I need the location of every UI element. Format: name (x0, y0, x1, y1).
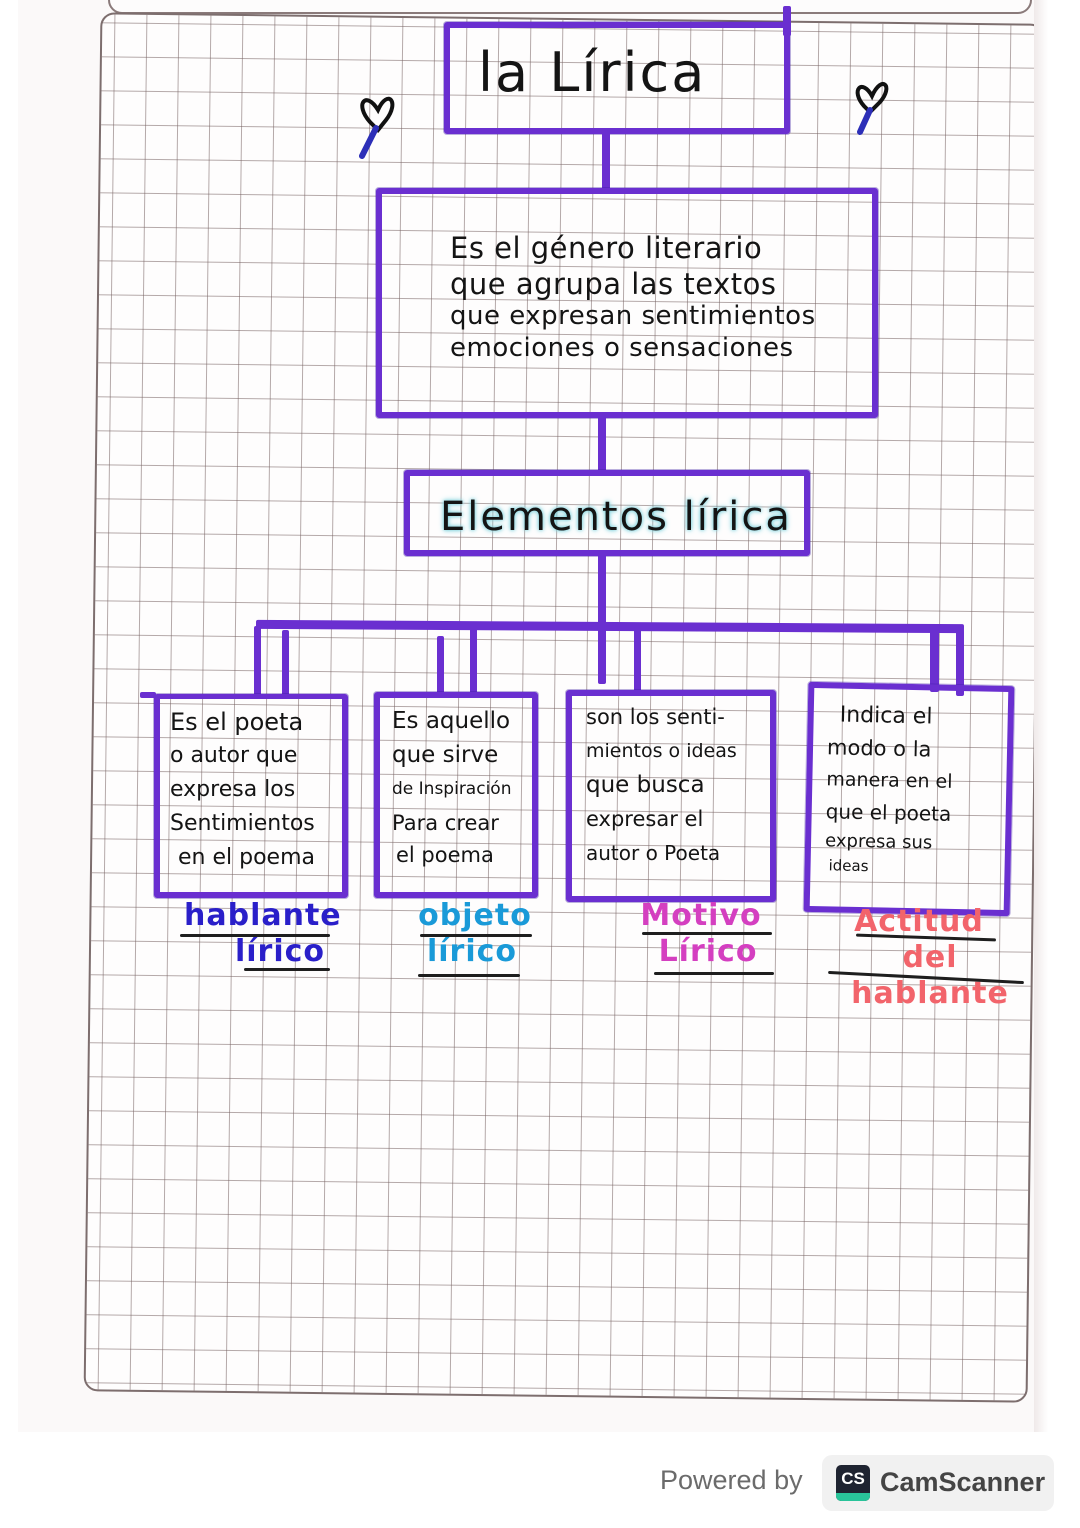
concept-map: la Lírica Es el género literario que agr… (140, 6, 1024, 1011)
card-text-line: en el poema (178, 845, 315, 870)
element-card-objeto: Es aquello que sirve de Inspiración Para… (374, 692, 538, 898)
card-text-line: expresar el (586, 807, 704, 831)
card-text-line: que busca (586, 772, 705, 798)
label-line: Actitud (854, 904, 984, 939)
camscanner-logo-icon: CS (836, 1465, 870, 1501)
card-text-line: autor o Poeta (586, 841, 721, 865)
connector-line (930, 628, 939, 692)
underline (642, 932, 772, 935)
definition-line: emociones o sensaciones (450, 333, 794, 363)
label-line: del hablante (851, 940, 1009, 1011)
connector-line (602, 132, 610, 192)
card-text-line: el poema (396, 843, 494, 867)
connector-line (634, 626, 641, 692)
underline (418, 974, 520, 977)
connector-line (956, 630, 964, 696)
branch-line (255, 619, 965, 634)
logo-bar (836, 1493, 870, 1501)
definition-line: Es el género literario (450, 231, 763, 265)
card-text-line: Para crear (392, 811, 499, 835)
connector-line (470, 626, 477, 694)
element-card-hablante: Es el poeta o autor que expresa los Sent… (154, 694, 348, 898)
element-card-actitud: Indica el modo o la manera en el que el … (803, 681, 1015, 917)
card-text-line: mientos o ideas (586, 740, 737, 762)
page-shadow (1034, 0, 1048, 1432)
label-line: hablante (184, 898, 342, 933)
card-text-line: expresa sus (824, 830, 933, 854)
card-text-line: modo o la (826, 735, 932, 762)
underline (420, 934, 532, 937)
card-text-line: son los senti- (586, 705, 725, 729)
connector-line (598, 416, 606, 474)
heart-icon (359, 96, 395, 159)
element-card-motivo: son los senti- mientos o ideas que busca… (566, 690, 776, 902)
heart-icon (855, 82, 889, 135)
card-text-line: o autor que (170, 743, 298, 768)
underline (180, 934, 330, 937)
brand-name: CamScanner (880, 1467, 1046, 1497)
connector-line (598, 554, 606, 684)
card-text-line: Indica el (839, 702, 933, 730)
card-text-line: ideas (828, 856, 869, 876)
label-line: Motivo (640, 898, 762, 933)
card-text-line: manera en el (826, 768, 953, 793)
title-text: la Lírica (478, 41, 707, 104)
card-text-line: expresa los (170, 777, 296, 802)
card-text-line: Sentimientos (170, 811, 315, 836)
connector-line (437, 636, 444, 694)
card-text-line: de Inspiración (392, 779, 512, 799)
card-text-line: que sirve (392, 742, 499, 768)
subheading-text: Elementos lírica (440, 494, 792, 540)
connector-line (783, 6, 791, 36)
connector-line (140, 692, 156, 698)
label-line: lírico (234, 934, 326, 969)
connector-line (282, 630, 289, 696)
underline (244, 968, 330, 971)
label-line: lírico (426, 934, 518, 969)
powered-by-text: Powered by (660, 1465, 803, 1495)
definition-box: Es el género literario que agrupa las te… (376, 188, 878, 418)
logo-text: CS (841, 1469, 865, 1488)
label-line: objeto (418, 898, 532, 933)
camscanner-badge[interactable]: CS CamScanner (822, 1455, 1054, 1511)
title-box: la Lírica (444, 22, 790, 134)
connector-line (254, 626, 261, 696)
definition-line: que expresan sentimientos (450, 301, 816, 331)
card-text-line: Es el poeta (170, 708, 304, 736)
card-text-line: Es aquello (392, 708, 511, 734)
definition-line: que agrupa las textos (450, 267, 777, 301)
label-line: Lírico (658, 934, 758, 969)
underline (654, 972, 774, 975)
subheading-box: Elementos lírica (404, 470, 810, 556)
card-text-line: que el poeta (825, 799, 952, 826)
